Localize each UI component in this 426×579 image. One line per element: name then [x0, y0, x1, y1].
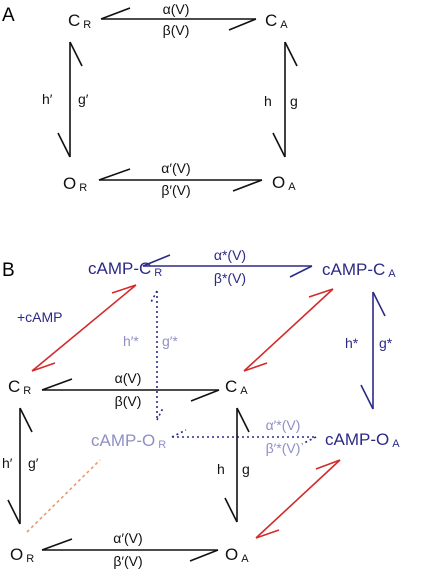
rate-b-front-right-g: g — [242, 461, 250, 477]
arrow-b-front-right — [224, 407, 250, 523]
arrow-a-top — [100, 7, 257, 31]
rate-b-back-left-h: h′* — [123, 333, 139, 349]
rate-a-bottom-fwd: α′(V) — [161, 160, 190, 176]
rate-b-back-bottom-back: β′*(V) — [266, 440, 301, 456]
rate-b-front-top-back: β(V) — [115, 393, 142, 409]
rate-b-front-left-g: g′ — [28, 455, 39, 471]
arrow-b-front-top — [41, 378, 220, 402]
rate-b-back-right-h: h* — [345, 335, 359, 351]
arrow-b-orange-or — [26, 459, 101, 533]
rate-b-front-bottom-fwd: α′(V) — [113, 530, 142, 546]
rate-b-front-right-h: h — [217, 461, 225, 477]
rate-a-bottom-back: β′(V) — [161, 182, 190, 198]
arrow-a-bottom — [98, 168, 263, 192]
rate-b-back-bottom-fwd: α′*(V) — [266, 417, 301, 433]
rate-a-right-g: g — [290, 93, 298, 109]
arrow-b-red-ca — [243, 288, 334, 372]
rate-a-left-g: g′ — [78, 91, 89, 107]
arrow-b-front-left — [7, 407, 33, 525]
arrow-b-back-top — [142, 254, 313, 278]
plus-camp-label: +cAMP — [17, 309, 63, 325]
arrow-b-front-bottom — [41, 538, 219, 562]
panel-b-label: B — [2, 260, 15, 281]
rate-a-top-fwd: α(V) — [163, 1, 190, 17]
rate-b-back-right-g: g* — [379, 335, 393, 351]
rate-b-back-top-back: β*(V) — [214, 270, 246, 286]
rate-b-back-left-g: g′* — [162, 333, 178, 349]
arrow-a-left — [57, 41, 83, 158]
arrow-b-red-oa — [255, 459, 341, 539]
panel-a-label: A — [2, 5, 15, 26]
rate-b-front-bottom-back: β′(V) — [113, 553, 142, 569]
rate-a-right-h: h — [264, 93, 272, 109]
arrow-b-red-cr — [31, 284, 137, 372]
rate-a-top-back: β(V) — [163, 22, 190, 38]
rate-b-front-top-fwd: α(V) — [115, 370, 142, 386]
rate-b-front-left-h-visible: h′ — [2, 455, 13, 471]
arrow-a-right — [272, 41, 298, 158]
rate-a-left-h: h′ — [42, 91, 53, 107]
arrow-b-back-left — [149, 290, 164, 421]
arrow-b-back-right — [360, 291, 386, 410]
rate-b-back-top-fwd: α*(V) — [214, 247, 246, 263]
arrow-b-back-bottom — [171, 429, 317, 445]
